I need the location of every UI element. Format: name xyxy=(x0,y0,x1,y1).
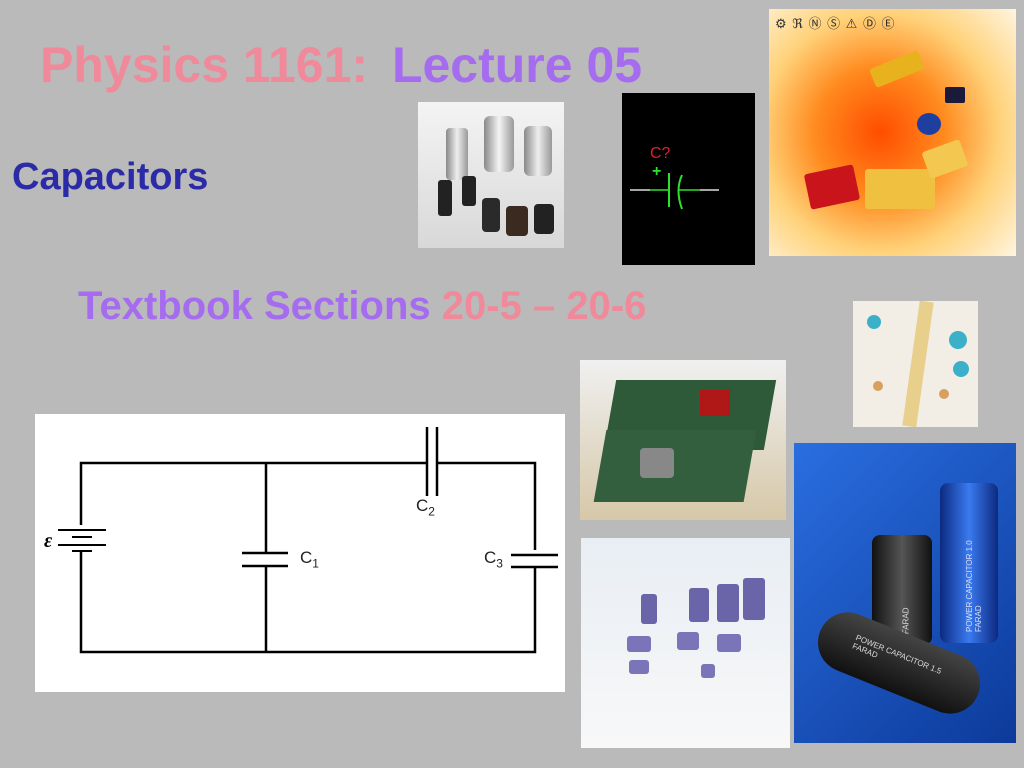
photo-electrolytic-capacitors xyxy=(418,102,564,248)
c1-capacitor-icon xyxy=(242,551,288,568)
slide-subtitle: Capacitors xyxy=(12,156,209,198)
c3-capacitor-icon xyxy=(511,553,558,569)
photo-film-capacitors: ⚙ ℜ Ⓝ Ⓢ ⚠ Ⓓ Ⓔ xyxy=(769,9,1016,256)
battery-icon xyxy=(58,529,106,552)
c2-letter: C xyxy=(416,496,429,515)
photo-radial-capacitors xyxy=(581,538,790,748)
symbol-designator: C? xyxy=(650,145,671,162)
slide-title: Physics 1161: Lecture 05 xyxy=(40,36,642,94)
c2-label: C2 xyxy=(416,496,435,518)
c1-subscript: 1 xyxy=(312,556,319,571)
symbol-polarity: + xyxy=(652,163,662,180)
circuit-wires xyxy=(58,427,558,654)
c2-subscript: 2 xyxy=(428,504,435,519)
photo-power-capacitors: POWER CAPACITOR 1.0 FARAD 0.5 FARAD POWE… xyxy=(794,443,1016,743)
title-lecture: Lecture 05 xyxy=(391,37,643,93)
circuit-diagram: ε C1 C2 C3 xyxy=(35,414,565,692)
title-course: Physics 1161: xyxy=(40,37,369,93)
c3-letter: C xyxy=(484,548,497,567)
emf-label: ε xyxy=(44,530,53,552)
c3-subscript: 3 xyxy=(496,556,503,571)
textbook-sections: Textbook Sections 20-5 – 20-6 xyxy=(78,284,646,329)
c1-letter: C xyxy=(300,548,313,567)
polarized-capacitor-icon xyxy=(630,173,719,210)
certification-marks: ⚙ ℜ Ⓝ Ⓢ ⚠ Ⓓ Ⓔ xyxy=(775,16,896,31)
c3-label: C3 xyxy=(484,548,503,570)
photo-circuit-boards xyxy=(580,360,786,520)
cap3-label: POWER CAPACITOR 1.0 FARAD xyxy=(965,540,983,632)
photo-ceramic-capacitors xyxy=(853,301,978,427)
sections-label: Textbook Sections xyxy=(78,284,431,328)
c1-label: C1 xyxy=(300,548,319,570)
sections-range: 20-5 – 20-6 xyxy=(441,284,647,328)
c2-capacitor-icon xyxy=(425,427,439,496)
capacitor-symbol-image: C? + xyxy=(622,93,755,265)
